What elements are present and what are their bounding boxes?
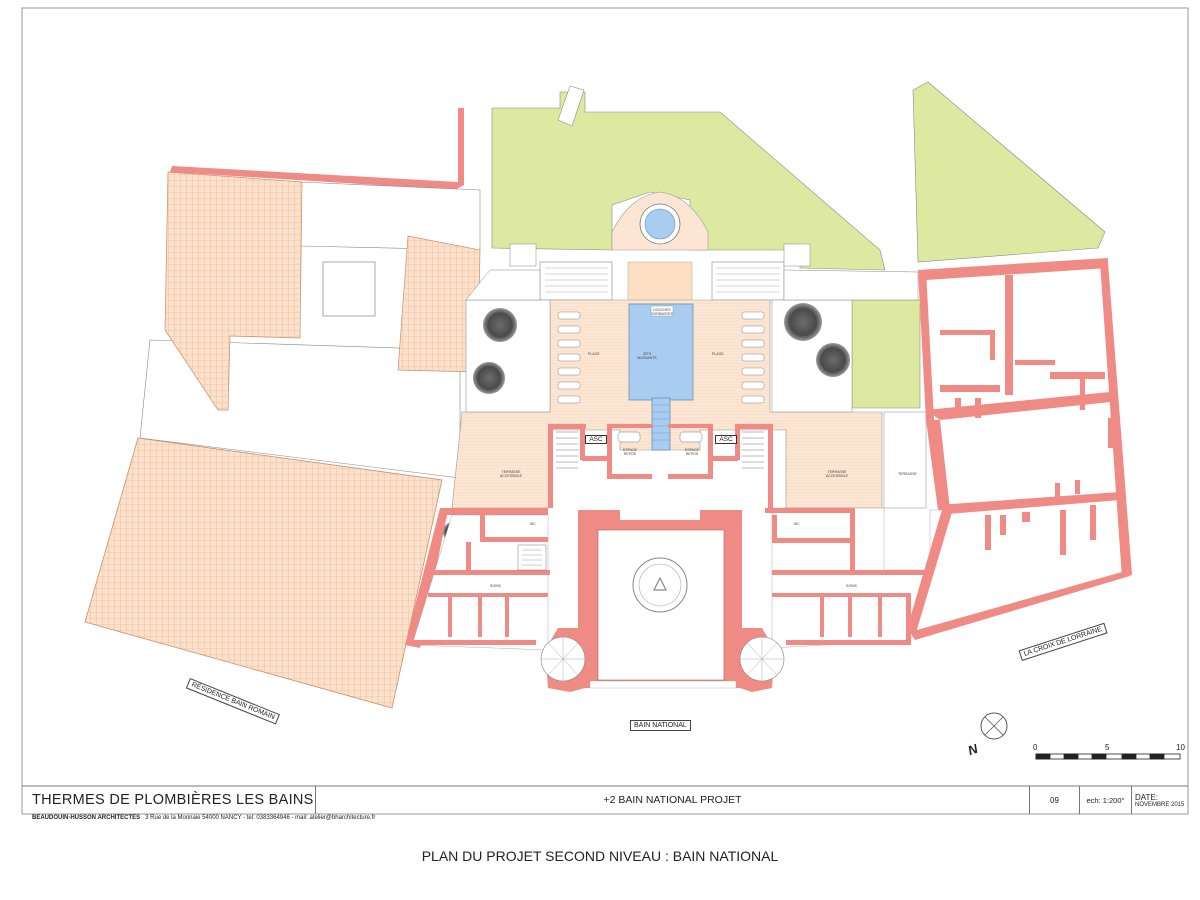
wc-left-label: WC (530, 522, 536, 526)
firm-details: 3 Rue de la Monnaie 54000 NANCY - tel: 0… (145, 815, 376, 821)
scale-tick-0: 0 (1033, 743, 1038, 752)
firm-name: BEAUDOUIN-HUSSON ARCHITECTES (32, 815, 141, 821)
plage-right-label: PLAGE (712, 352, 724, 356)
wc-right-label: WC (794, 522, 800, 526)
project-title: THERMES DE PLOMBIÈRES LES BAINS (22, 786, 316, 814)
sheet-title: +2 BAIN NATIONAL PROJET (316, 786, 1030, 814)
terrasse-right-label: TERRASSE ACCESSIBLE (826, 470, 848, 478)
bain-national-label: BAIN NATIONAL (630, 720, 691, 731)
firm-line: BEAUDOUIN-HUSSON ARCHITECTES 3 Rue de la… (32, 815, 375, 821)
jets-label: JETS MASSANTS (637, 352, 657, 360)
elevator-left-label: ASC (585, 435, 607, 444)
espace-right-label: ESPACE REPOS (685, 448, 699, 456)
scale-tick-10: 10 (1176, 743, 1185, 752)
plage-left-label: PLAGE (588, 352, 600, 356)
terrasse-small-label: TERRASSE (898, 472, 917, 476)
espace-left-label: ESPACE REPOS (623, 448, 637, 456)
drawing-scale: ech: 1:200° (1080, 786, 1132, 814)
scale-tick-5: 5 (1105, 743, 1110, 752)
douches-label: DOUCHES SORBANTES (651, 308, 673, 316)
figure-caption: PLAN DU PROJET SECOND NIVEAU : BAIN NATI… (421, 848, 779, 864)
elevator-right-label: ASC (715, 435, 737, 444)
date-cell: DATE: NOVEMBRE 2015 (1132, 786, 1188, 814)
sheet-number: 09 (1030, 786, 1080, 814)
soins-right-label: SOINS (846, 584, 857, 588)
terrasse-left-label: TERRASSE ACCESSIBLE (500, 470, 522, 478)
soins-left-label: SOINS (490, 584, 501, 588)
date-label: DATE: (1135, 792, 1158, 802)
date-value: NOVEMBRE 2015 (1135, 801, 1185, 808)
